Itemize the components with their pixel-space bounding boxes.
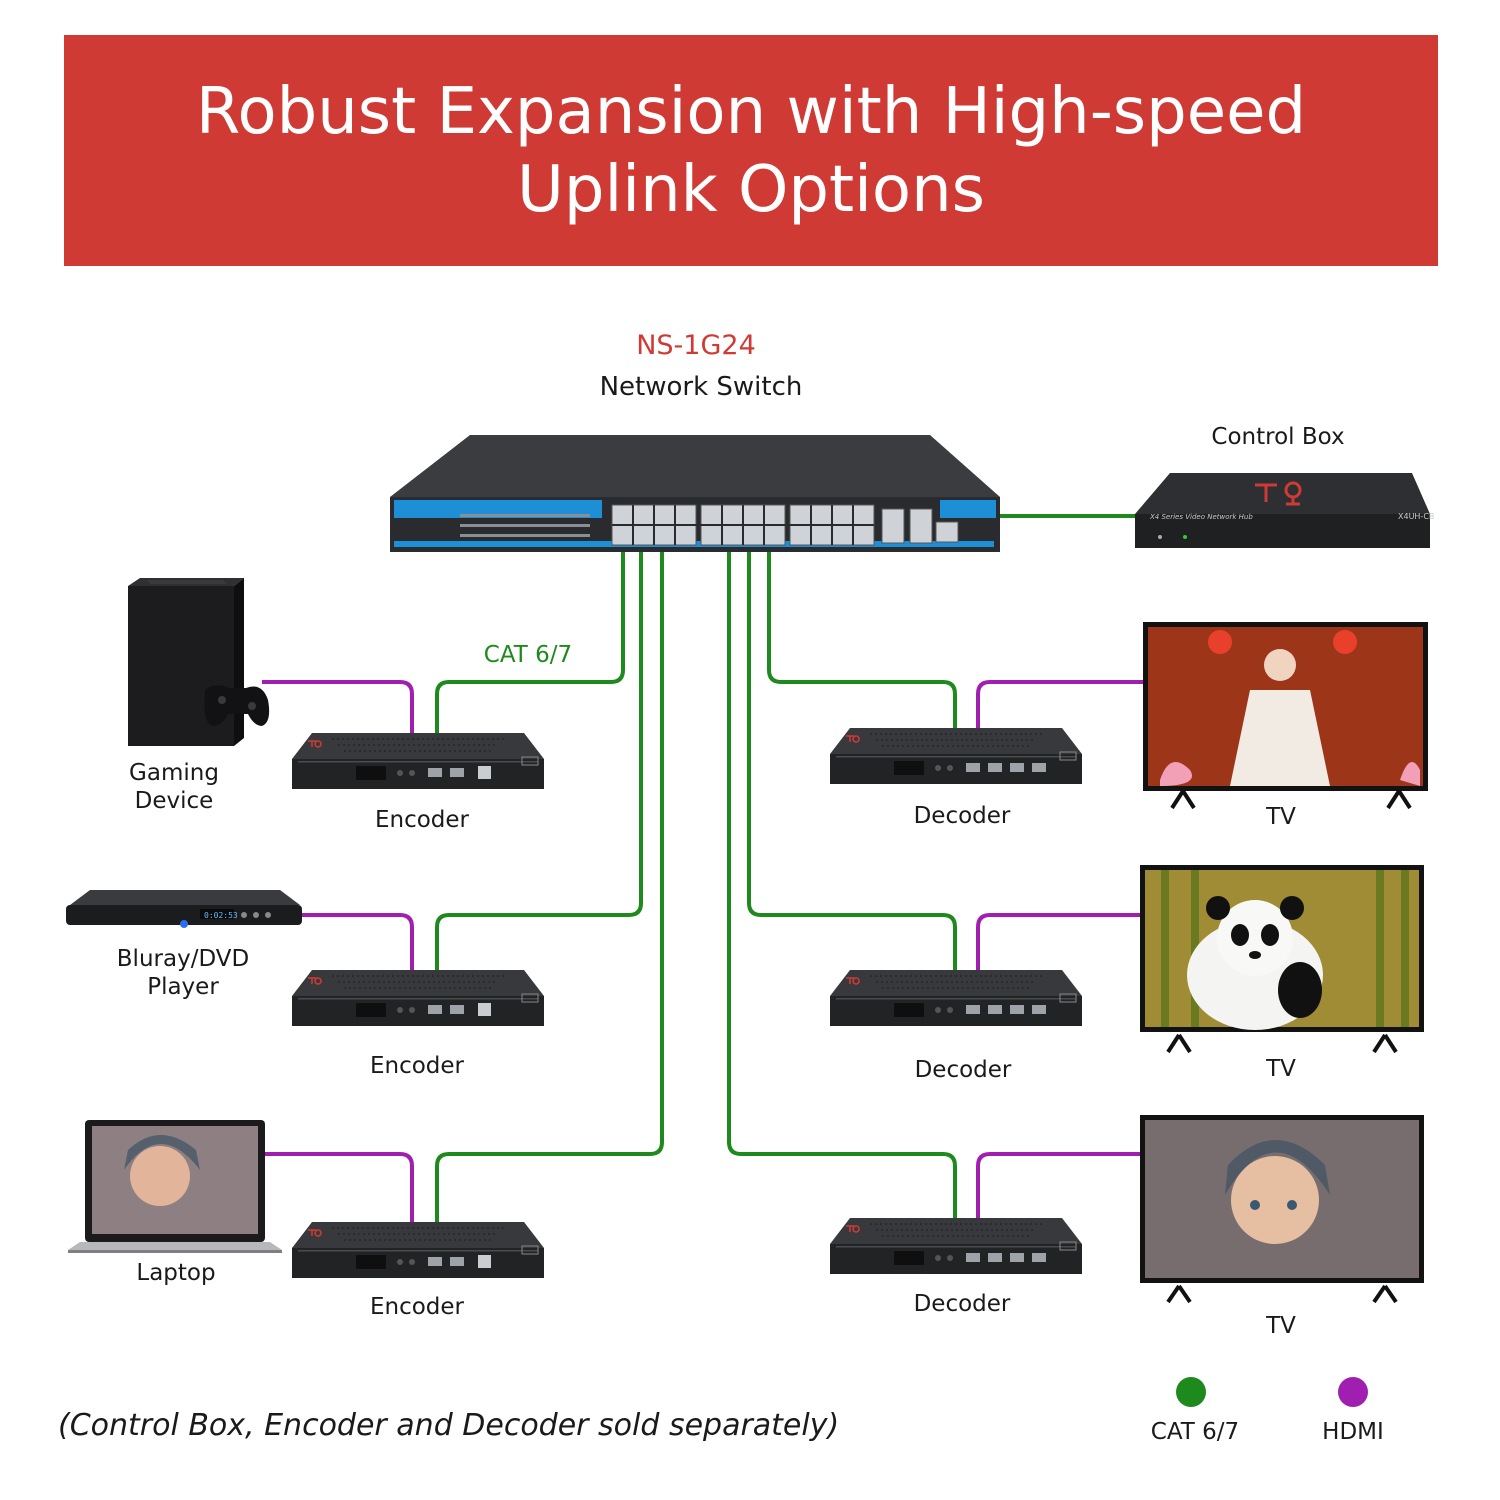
- encoder-device-1: [292, 733, 544, 789]
- control-box-model-text: X4UH-CB: [1398, 512, 1434, 521]
- brand-logo-icon: [1255, 481, 1302, 506]
- gaming-console-icon: [128, 578, 270, 746]
- encoder-label-1: Encoder: [374, 807, 470, 833]
- display-label-2: TV: [1266, 1056, 1296, 1082]
- footnote: (Control Box, Encoder and Decoder sold s…: [58, 1408, 840, 1443]
- hdmi-cable-tv-1: [976, 680, 1145, 728]
- hdmi-cable-tv-3: [976, 1152, 1142, 1218]
- cat-cable-label: CAT 6/7: [483, 642, 573, 668]
- control-box-label: Control Box: [1211, 424, 1345, 450]
- legend-cat-dot: [1176, 1377, 1206, 1407]
- decoder-device-1: [830, 728, 1082, 784]
- legend-hdmi-label: HDMI: [1322, 1419, 1384, 1445]
- cat-cable-decoder-1: [767, 552, 957, 728]
- tv-3-icon: [1140, 1115, 1424, 1304]
- tv-1-icon: [1143, 622, 1428, 810]
- cat-cable-decoder-3: [727, 552, 957, 1218]
- switch-name-label: Network Switch: [599, 372, 803, 402]
- encoder-device-3: [292, 1222, 544, 1278]
- decoder-device-3: [830, 1218, 1082, 1274]
- title-banner: Robust Expansion with High-speed Uplink …: [64, 35, 1438, 266]
- encoder-label-2: Encoder: [369, 1053, 465, 1079]
- hdmi-cables: [262, 680, 1145, 1222]
- laptop-icon: [68, 1120, 282, 1253]
- legend-cat-label: CAT 6/7: [1150, 1419, 1240, 1445]
- svg-text:0:02:53: 0:02:53: [204, 911, 238, 920]
- decoder-label-1: Decoder: [913, 803, 1011, 829]
- control-box-panel-text: X4 Series Video Network Hub: [1149, 513, 1253, 521]
- display-label-1: TV: [1266, 804, 1296, 830]
- cat-cables: [435, 514, 1140, 1222]
- encoder-label-3: Encoder: [369, 1294, 465, 1320]
- legend-hdmi-dot: [1338, 1377, 1368, 1407]
- switch-model-label: NS-1G24: [636, 330, 756, 361]
- source-label-gaming: Gaming Device: [129, 760, 219, 814]
- source-label-laptop: Laptop: [136, 1260, 216, 1286]
- control-box-device: X4 Series Video Network Hub X4UH-CB: [1135, 473, 1434, 548]
- hdmi-cable-tv-2: [976, 913, 1142, 970]
- cat-cable-decoder-2: [747, 552, 957, 970]
- bluray-player-icon: 0:02:53: [66, 890, 302, 928]
- hdmi-cable-gaming: [262, 680, 414, 733]
- decoder-device-2: [830, 970, 1082, 1026]
- decoder-label-2: Decoder: [914, 1057, 1012, 1083]
- cat-cable-encoder-2: [435, 552, 643, 970]
- display-label-3: TV: [1266, 1313, 1296, 1339]
- network-switch: [390, 435, 1000, 552]
- cat-cable-encoder-1: [435, 552, 625, 733]
- encoder-device-2: [292, 970, 544, 1026]
- tv-2-icon: [1140, 865, 1424, 1054]
- page-title: Robust Expansion with High-speed Uplink …: [195, 74, 1307, 227]
- cat-cable-encoder-3: [435, 552, 664, 1222]
- decoder-label-3: Decoder: [913, 1291, 1011, 1317]
- extender-units: [292, 728, 1082, 1278]
- source-label-bluray: Bluray/DVD Player: [116, 946, 250, 1000]
- hdmi-cable-laptop: [265, 1152, 414, 1222]
- hdmi-cable-bluray: [300, 913, 414, 970]
